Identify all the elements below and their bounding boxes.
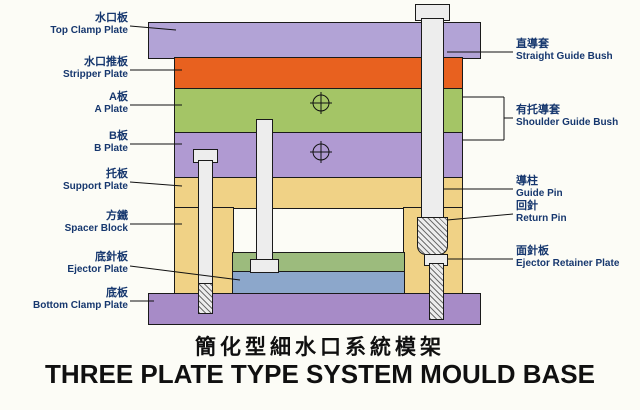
label-en: Top Clamp Plate [50,25,128,37]
label-ejector-retainer-plate: 面針板 Ejector Retainer Plate [516,245,619,270]
label-en: Spacer Block [64,223,128,235]
label-return-pin: 回針 Return Pin [516,200,567,225]
label-top-clamp-plate: 水口板 Top Clamp Plate [50,12,128,37]
a-plate-shape [174,88,463,134]
return-pin-shaft [429,263,444,320]
label-en: Stripper Plate [62,69,128,81]
label-en: Return Pin [516,213,567,225]
label-zh: 水口推板 [84,56,128,68]
centre-pin-base [250,259,279,273]
ejector-plate-shape [232,271,405,295]
label-spacer-block: 方鐵 Spacer Block [65,210,128,235]
title-chinese: 簡化型細水口系統模架 [195,336,445,359]
label-en: B Plate [94,143,128,155]
label-en: Support Plate [62,181,128,193]
label-en: Ejector Plate [67,264,128,276]
label-shoulder-guide-bush: 有托導套 Shoulder Guide Bush [516,104,618,129]
label-zh: B板 [109,130,128,142]
label-en: Bottom Clamp Plate [32,300,128,312]
guide-pin-shaft [421,18,444,220]
label-guide-pin: 導柱 Guide Pin [516,175,563,200]
label-bottom-clamp-plate: 底板 Bottom Clamp Plate [33,287,128,312]
label-zh: 方鐵 [106,210,128,222]
support-plate-shape [174,177,463,209]
label-support-plate: 托板 Support Plate [63,168,128,193]
label-zh: 托板 [106,168,128,180]
left-screw-thread [198,283,213,314]
label-ejector-plate: 底針板 Ejector Plate [67,251,128,276]
label-zh: 底針板 [95,251,128,263]
label-zh: 直導套 [516,38,549,50]
label-straight-guide-bush: 直導套 Straight Guide Bush [516,38,613,63]
label-zh: 面針板 [516,245,549,257]
label-zh: 有托導套 [516,104,560,116]
left-screw-shaft [198,160,213,286]
label-en: A Plate [94,104,128,116]
title-english: THREE PLATE TYPE SYSTEM MOULD BASE [45,359,595,389]
label-zh: 回針 [516,200,538,212]
label-a-plate: A板 A Plate [94,91,128,116]
label-en: Straight Guide Bush [516,51,613,63]
stripper-plate-shape [174,57,463,90]
label-stripper-plate: 水口推板 Stripper Plate [63,56,128,81]
guide-pin-bush-end [417,217,448,255]
label-en: Guide Pin [516,188,563,200]
label-zh: 底板 [106,287,128,299]
label-zh: A板 [109,91,128,103]
label-en: Ejector Retainer Plate [516,258,620,270]
label-b-plate: B板 B Plate [94,130,128,155]
label-zh: 導柱 [516,175,538,187]
label-en: Shoulder Guide Bush [516,117,619,129]
label-zh: 水口板 [95,12,128,24]
centre-pin-shaft [256,119,273,262]
